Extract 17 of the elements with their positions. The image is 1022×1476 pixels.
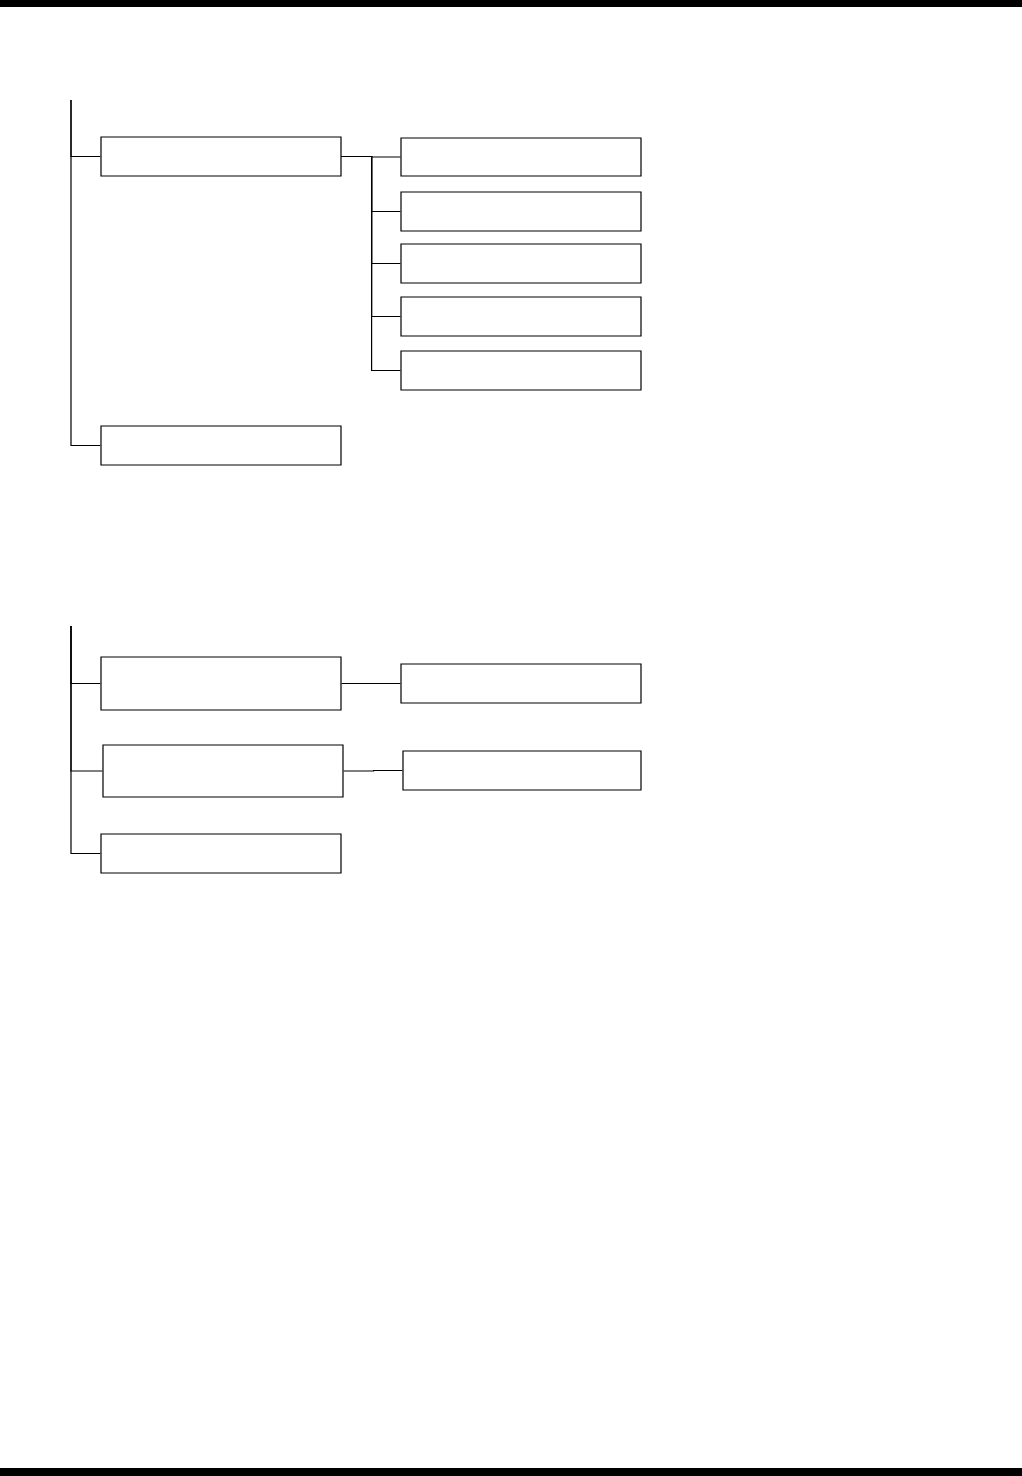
empty-box xyxy=(402,750,642,791)
empty-box xyxy=(400,137,642,177)
empty-box xyxy=(400,191,642,232)
connector-line xyxy=(70,625,101,855)
empty-box xyxy=(102,744,344,798)
empty-box xyxy=(400,663,642,704)
connector-line xyxy=(343,769,403,772)
connector-line xyxy=(341,682,401,685)
empty-box xyxy=(100,656,342,711)
connector-line xyxy=(70,99,101,447)
empty-box xyxy=(100,136,342,177)
empty-box xyxy=(400,350,642,391)
empty-box xyxy=(400,243,642,284)
empty-box xyxy=(100,833,342,874)
empty-box xyxy=(100,425,342,466)
empty-box xyxy=(400,296,642,337)
connector-line xyxy=(341,155,401,372)
